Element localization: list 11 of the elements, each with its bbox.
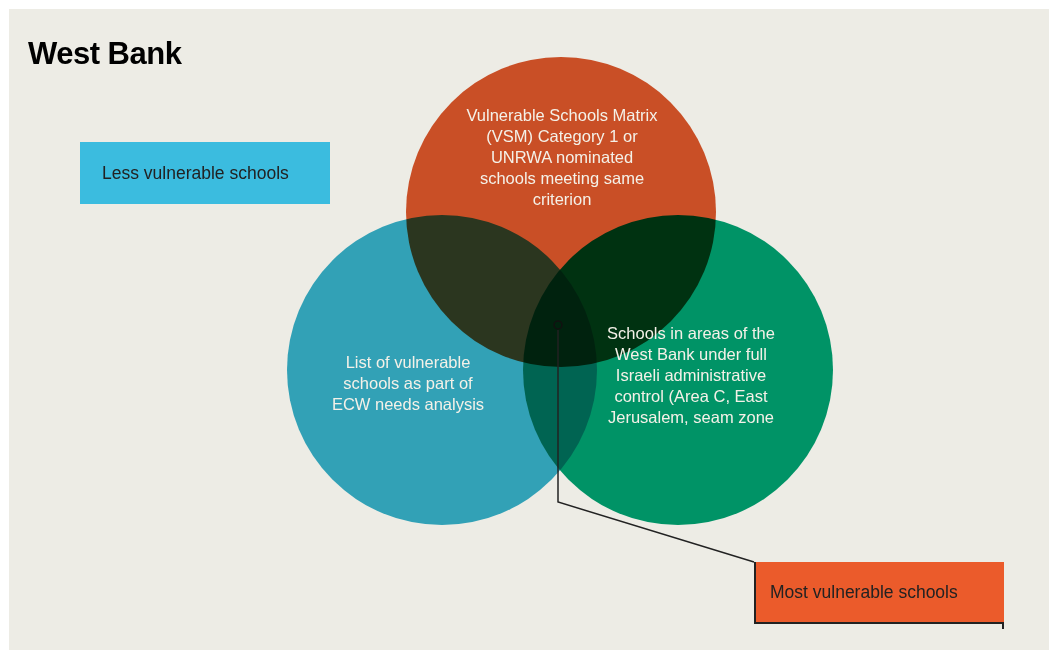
box-label: Most vulnerable schools [770, 581, 958, 603]
venn-circle [523, 215, 833, 525]
label-box [754, 562, 1004, 624]
box-label: Less vulnerable schools [102, 162, 289, 184]
leader-line [557, 329, 755, 563]
circle-label: Vulnerable Schools Matrix (VSM) Category 1 or UNRWA nominated schools meeting same criterion [466, 105, 658, 210]
circle-label: List of vulnerable schools as part of ECW needs analysis [330, 352, 486, 415]
leader-end-ring [553, 320, 563, 330]
title: West Bank [28, 36, 182, 72]
circle-label: Schools in areas of the West Bank under full Israeli administrative control (Area C, East Jerusalem, seam zone [606, 323, 776, 428]
label-box [80, 142, 330, 204]
